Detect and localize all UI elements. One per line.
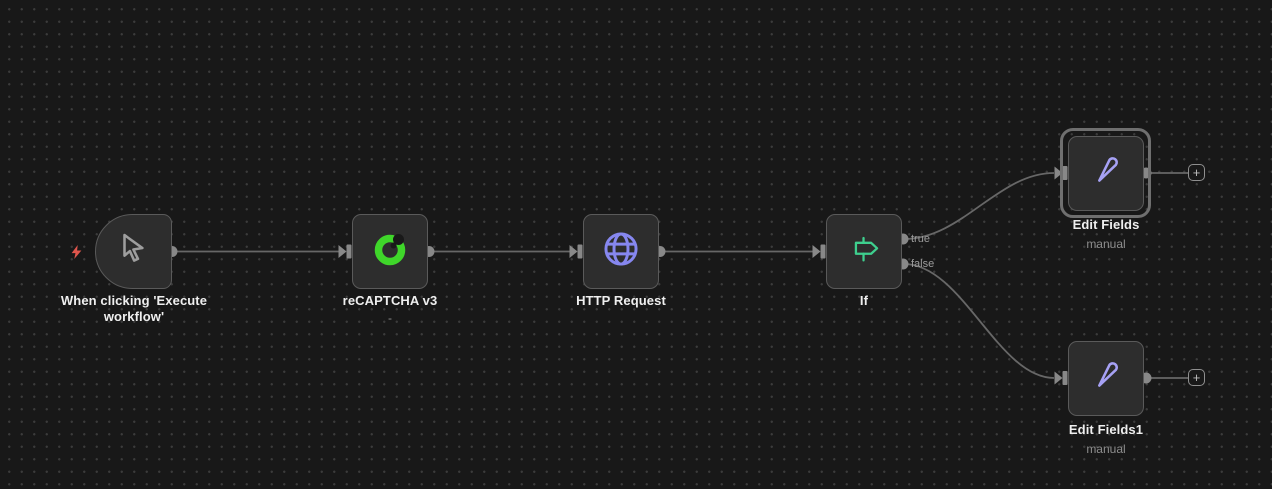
node-label-if: If (859, 293, 869, 308)
node-label-edit-fields: Edit Fields (1072, 217, 1140, 232)
node-subtitle-edit-fields: manual (1086, 237, 1126, 251)
node-label-edit-fields1: Edit Fields1 (1068, 422, 1144, 437)
pencil-icon (1085, 150, 1127, 197)
connection-if-true-editfields[interactable] (903, 172, 1055, 240)
node-manual-trigger[interactable] (95, 214, 172, 289)
input-connector-editfields1[interactable] (1054, 371, 1068, 385)
add-node-button-editfields[interactable]: + (1188, 164, 1205, 181)
node-edit-fields[interactable] (1068, 136, 1144, 211)
branch-label-false: false (911, 258, 935, 270)
input-connector-recaptcha[interactable] (338, 244, 352, 259)
input-connector-http[interactable] (569, 244, 583, 259)
node-edit-fields1[interactable] (1068, 341, 1144, 416)
globe-icon (600, 228, 642, 275)
pencil-icon (1085, 355, 1127, 402)
node-http-request[interactable] (583, 214, 659, 289)
plus-icon: + (1192, 370, 1201, 385)
node-label-recaptcha: reCAPTCHA v3 (342, 293, 438, 308)
recaptcha-ring-icon (370, 229, 410, 274)
node-subtitle-recaptcha: - (388, 311, 392, 325)
add-node-button-editfields1[interactable]: + (1188, 369, 1205, 386)
input-connector-if[interactable] (812, 244, 826, 259)
cursor-icon (115, 230, 153, 273)
connection-if-false-editfields1[interactable] (903, 263, 1055, 379)
plus-icon: + (1192, 165, 1201, 180)
input-connector-editfields[interactable] (1054, 166, 1068, 180)
selection-ring-editfields (1060, 128, 1151, 218)
signpost-icon (845, 230, 883, 273)
lightning-bolt-icon (69, 244, 84, 265)
node-subtitle-edit-fields1: manual (1086, 442, 1126, 456)
node-recaptcha-v3[interactable] (352, 214, 428, 289)
node-if[interactable] (826, 214, 902, 289)
node-label-http-request: HTTP Request (576, 293, 666, 308)
branch-label-true: true (911, 233, 930, 245)
node-label-manual-trigger: When clicking 'Execute workflow' (60, 293, 208, 324)
